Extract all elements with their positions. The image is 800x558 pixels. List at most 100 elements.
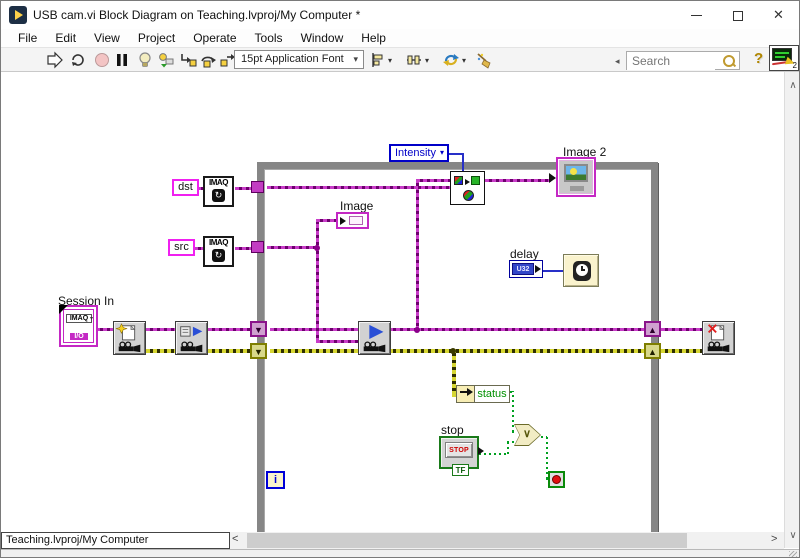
wire-stop-bool[interactable]: [507, 441, 509, 454]
wire-intensity[interactable]: [448, 153, 464, 155]
unbundle-by-name-node[interactable]: status: [456, 385, 510, 403]
wire-error[interactable]: [146, 349, 176, 353]
wire-error-close[interactable]: [661, 349, 703, 353]
menu-item-edit[interactable]: Edit: [55, 30, 77, 45]
wire-to-grab[interactable]: [316, 340, 360, 343]
wire-image-to-convert[interactable]: [416, 179, 451, 182]
wire-error-branch[interactable]: [452, 351, 456, 395]
wire-session[interactable]: [208, 328, 256, 331]
image2-label[interactable]: Image 2: [563, 145, 607, 159]
chevron-down-icon[interactable]: ▾: [388, 56, 393, 65]
wire-to-image[interactable]: [316, 219, 338, 222]
or-gate-node[interactable]: ∨: [514, 424, 541, 446]
vi-icon-thumbnail[interactable]: 2: [769, 45, 799, 71]
shift-register-left-error[interactable]: ▼: [250, 343, 267, 359]
step-over-icon[interactable]: [199, 51, 217, 69]
menu-item-file[interactable]: File: [18, 30, 38, 45]
wire-src-down[interactable]: [316, 246, 319, 342]
stop-label[interactable]: stop: [441, 423, 464, 437]
maximize-button[interactable]: [715, 1, 760, 29]
wire-src[interactable]: [194, 247, 204, 250]
distribute-objects-button[interactable]: [405, 51, 423, 69]
close-button[interactable]: ✕: [773, 7, 784, 22]
stop-boolean-control[interactable]: STOP: [439, 436, 484, 469]
retain-wire-values-icon[interactable]: [157, 51, 175, 69]
delay-label[interactable]: delay: [510, 247, 539, 261]
while-loop[interactable]: [257, 162, 658, 557]
dst-string-constant[interactable]: dst: [172, 179, 199, 196]
scroll-up-icon[interactable]: ∧: [789, 80, 797, 91]
unbundle-status-field[interactable]: status: [475, 385, 510, 403]
imaq-create-node-src[interactable]: IMAQ ↻: [203, 236, 234, 267]
wire-gate-out[interactable]: [541, 436, 547, 438]
minimize-button[interactable]: [674, 1, 719, 29]
wire-error[interactable]: [270, 349, 648, 353]
wire-src-in[interactable]: [267, 246, 318, 249]
wire-dst[interactable]: [197, 187, 204, 190]
step-into-icon[interactable]: [179, 51, 197, 69]
horizontal-scrollbar-thumb[interactable]: [247, 533, 687, 548]
help-icon[interactable]: ?: [754, 50, 764, 67]
wire-delay[interactable]: [542, 270, 564, 272]
tunnel-src[interactable]: [251, 241, 264, 253]
delay-u32-control[interactable]: U32: [509, 260, 543, 278]
font-selector[interactable]: 15pt Application Font ▾: [234, 50, 364, 69]
scroll-left-icon[interactable]: <: [232, 533, 239, 545]
tunnel-dst[interactable]: [251, 181, 264, 193]
search-icon[interactable]: [723, 55, 735, 67]
wait-ms-node[interactable]: [563, 254, 599, 287]
shift-register-right-error[interactable]: ▲: [644, 343, 661, 359]
menu-item-tools[interactable]: Tools: [254, 30, 283, 45]
session-in-control[interactable]: IMAQ ▾ I/O: [59, 305, 98, 347]
execution-target-tab[interactable]: Teaching.lvproj/My Computer: [1, 532, 230, 549]
imaqdx-grab-node[interactable]: [358, 321, 391, 355]
shift-register-left-session[interactable]: ▼: [250, 321, 267, 337]
wire-intensity[interactable]: [462, 153, 464, 172]
wire-session-close[interactable]: [661, 328, 703, 331]
wire-stop-bool[interactable]: [507, 441, 516, 443]
wire-error-branch[interactable]: [452, 393, 458, 397]
src-string-constant[interactable]: src: [168, 239, 195, 256]
imaqdx-close-camera-node[interactable]: [702, 321, 735, 355]
wire-src-up[interactable]: [316, 219, 319, 249]
collapse-search-icon[interactable]: ◂: [615, 56, 620, 66]
chevron-down-icon[interactable]: ▾: [462, 56, 467, 65]
wire-src[interactable]: [235, 247, 256, 250]
shift-register-right-session[interactable]: ▲: [644, 321, 661, 337]
chevron-down-icon[interactable]: ▾: [425, 56, 430, 65]
step-out-icon[interactable]: [218, 51, 236, 69]
wire-convert-to-display[interactable]: [485, 179, 551, 182]
menu-item-window[interactable]: Window: [300, 30, 344, 45]
resize-grip[interactable]: [789, 551, 797, 557]
image2-display-indicator[interactable]: [556, 157, 596, 197]
wire-dst[interactable]: [235, 187, 256, 190]
block-diagram-canvas[interactable]: Session In IMAQ ▾ I/O: [1, 72, 784, 557]
scroll-down-icon[interactable]: ∨: [789, 530, 797, 541]
session-in-label[interactable]: Session In: [58, 294, 115, 308]
wire-error[interactable]: [208, 349, 256, 353]
align-objects-button[interactable]: [369, 51, 387, 69]
menu-item-view[interactable]: View: [94, 30, 120, 45]
menu-item-project[interactable]: Project: [137, 30, 176, 45]
wire-session[interactable]: [146, 328, 176, 331]
imaqdx-configure-grab-node[interactable]: [175, 321, 208, 355]
wire-gate-out[interactable]: [546, 436, 548, 479]
highlight-execution-icon[interactable]: [136, 51, 154, 69]
scroll-right-icon[interactable]: >: [771, 533, 778, 545]
cleanup-diagram-button[interactable]: [475, 51, 493, 69]
wire-status-bool[interactable]: [512, 431, 516, 433]
menu-item-help[interactable]: Help: [361, 30, 386, 45]
menu-item-operate[interactable]: Operate: [193, 30, 237, 45]
abort-button[interactable]: [93, 51, 111, 69]
reorder-objects-button[interactable]: [442, 51, 460, 69]
vertical-scrollbar[interactable]: ∧ ∨: [784, 72, 799, 548]
run-button[interactable]: [46, 51, 64, 69]
imaq-create-node-dst[interactable]: IMAQ ↻: [203, 176, 234, 207]
image-label[interactable]: Image: [340, 199, 374, 213]
wire-status-bool[interactable]: [512, 391, 514, 432]
extract-color-plane-node[interactable]: [450, 171, 485, 205]
wire-image-branch[interactable]: [416, 180, 419, 330]
wire-session[interactable]: [96, 328, 114, 331]
wire-stop-bool[interactable]: [479, 453, 509, 455]
imaqdx-open-camera-node[interactable]: [113, 321, 146, 355]
